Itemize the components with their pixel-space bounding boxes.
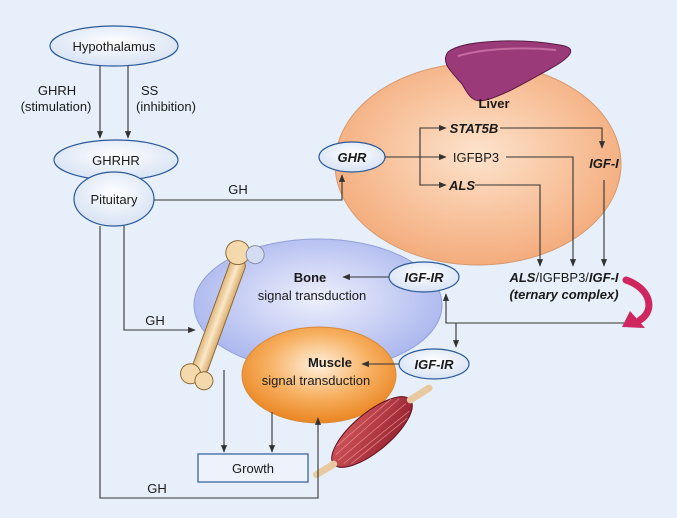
curved-return-arrow-icon bbox=[622, 276, 653, 328]
hypothalamus-label: Hypothalamus bbox=[72, 39, 156, 54]
stat5b-label: STAT5B bbox=[450, 121, 499, 136]
connectors bbox=[96, 66, 636, 499]
igfir-bone-label: IGF-IR bbox=[405, 270, 445, 285]
bone-title-label: Bone bbox=[294, 270, 327, 285]
pituitary-label: Pituitary bbox=[91, 192, 138, 207]
ternary-complex-label: ALS/IGFBP3/IGF-I bbox=[508, 270, 618, 285]
bone-icon bbox=[180, 240, 265, 391]
gh-bone-label: GH bbox=[145, 313, 165, 328]
gh-muscle-label: GH bbox=[147, 481, 167, 496]
igf1-label: IGF-I bbox=[589, 156, 619, 171]
gh-liver-label: GH bbox=[228, 182, 248, 197]
ghr-label: GHR bbox=[338, 150, 368, 165]
igfbp3-label: IGFBP3 bbox=[453, 150, 499, 165]
ss-inhibition-label: (inhibition) bbox=[136, 99, 196, 114]
liver-label: Liver bbox=[478, 96, 509, 111]
hypothalamus-node[interactable] bbox=[49, 25, 179, 67]
als-label: ALS bbox=[448, 178, 475, 193]
ghrh-stimulation-label: (stimulation) bbox=[21, 99, 92, 114]
muscle-organ-icon bbox=[312, 384, 433, 479]
growth-label: Growth bbox=[232, 461, 274, 476]
ghrhr-label: GHRHR bbox=[92, 153, 140, 168]
muscle-sub-label: signal transduction bbox=[262, 373, 370, 388]
growth-box[interactable] bbox=[197, 453, 309, 483]
bone-sub-label: signal transduction bbox=[258, 288, 366, 303]
ss-label: SS bbox=[141, 83, 159, 98]
igfir-muscle-label: IGF-IR bbox=[415, 357, 455, 372]
ternary-complex-caption: (ternary complex) bbox=[509, 287, 618, 302]
liver-organ-icon bbox=[444, 40, 572, 102]
pituitary-node[interactable] bbox=[73, 171, 155, 227]
muscle-title-label: Muscle bbox=[308, 355, 352, 370]
ghrh-label: GHRH bbox=[38, 83, 76, 98]
